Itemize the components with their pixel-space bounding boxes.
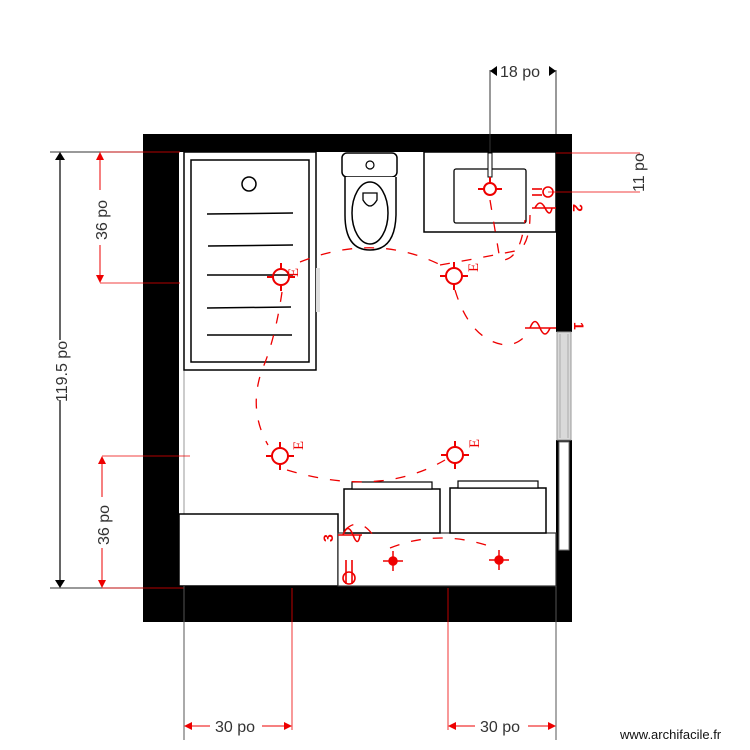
dim-left-top: 36 po bbox=[94, 200, 111, 240]
dim-bottom-right: 30 po bbox=[480, 719, 520, 736]
dimensions: 18 po 11 po 119.5 po 36 po 36 po bbox=[50, 64, 648, 740]
light-tag: E bbox=[467, 439, 483, 448]
dim-right-sink: 11 po bbox=[631, 153, 648, 192]
wall-left bbox=[143, 134, 179, 622]
switch-label-2: 2 bbox=[570, 204, 586, 212]
light-tag: E bbox=[466, 263, 482, 272]
outlet-icon bbox=[532, 186, 554, 198]
switch-icon bbox=[338, 527, 362, 543]
switches bbox=[338, 186, 556, 585]
toilet bbox=[341, 152, 398, 251]
walls bbox=[143, 134, 572, 622]
cabinet bbox=[178, 513, 339, 587]
light-icon bbox=[441, 441, 469, 469]
dim-top-sink: 18 po bbox=[500, 64, 540, 81]
wall-top bbox=[143, 134, 572, 152]
switch-label-1: 1 bbox=[571, 322, 587, 330]
light-tag: E bbox=[291, 441, 307, 450]
dim-bottom-left: 30 po bbox=[215, 719, 255, 736]
dim-left-total: 119.5 po bbox=[54, 341, 71, 402]
window-lower-frame bbox=[558, 441, 570, 551]
shower-drain-icon bbox=[241, 176, 257, 192]
sink bbox=[423, 151, 557, 233]
shower bbox=[183, 151, 320, 371]
recessed-lights bbox=[383, 550, 509, 571]
appliance-1 bbox=[343, 481, 441, 534]
light-icon bbox=[266, 442, 294, 470]
sink-light-icon bbox=[478, 177, 502, 196]
light-icon bbox=[440, 262, 468, 290]
wall-right-upper bbox=[556, 134, 572, 332]
outlet-icon bbox=[342, 560, 356, 585]
window bbox=[556, 331, 572, 441]
switch-icon bbox=[525, 320, 556, 335]
wall-bottom bbox=[143, 586, 557, 622]
counter bbox=[337, 532, 557, 587]
switch-icon bbox=[532, 202, 556, 214]
watermark[interactable]: www.archifacile.fr bbox=[620, 727, 722, 742]
light-icon bbox=[267, 263, 295, 291]
dim-left-bottom: 36 po bbox=[96, 505, 113, 545]
appliance-2 bbox=[449, 480, 547, 534]
recessed-light-icon bbox=[383, 551, 403, 571]
switch-label-3: 3 bbox=[320, 534, 336, 542]
ceiling-lights bbox=[266, 177, 502, 470]
light-tag: E bbox=[286, 268, 302, 277]
recessed-light-icon bbox=[489, 550, 509, 570]
